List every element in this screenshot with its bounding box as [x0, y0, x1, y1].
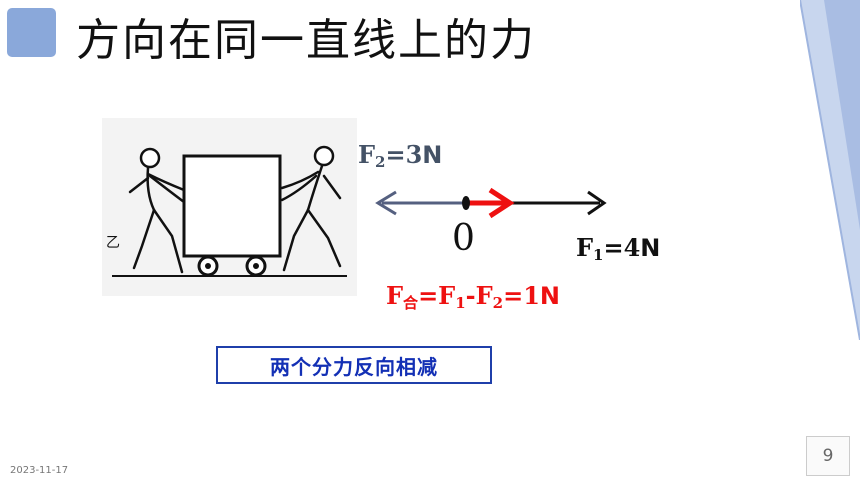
force-arrows	[375, 187, 607, 219]
person-label: 乙	[106, 235, 120, 251]
slide-date: 2023-11-17	[10, 465, 69, 476]
force2-label: F2=3N	[358, 140, 443, 171]
title-marker	[7, 8, 56, 57]
page-number: 9	[806, 436, 850, 476]
net-arrowhead	[488, 187, 515, 219]
note-box: 两个分力反向相减	[216, 346, 492, 384]
note-text: 两个分力反向相减	[270, 354, 438, 379]
origin-point	[462, 196, 470, 210]
origin-label: 0	[452, 218, 475, 259]
f1-arrowhead	[587, 190, 607, 216]
f2-arrowhead	[375, 190, 397, 216]
force1-label: F1=4N	[576, 233, 661, 264]
cart-push-illustration	[102, 118, 357, 296]
net-force-label: F合=F1-F2=1N	[386, 281, 560, 312]
corner-decoration	[800, 0, 860, 340]
slide-title: 方向在同一直线上的力	[76, 15, 536, 66]
